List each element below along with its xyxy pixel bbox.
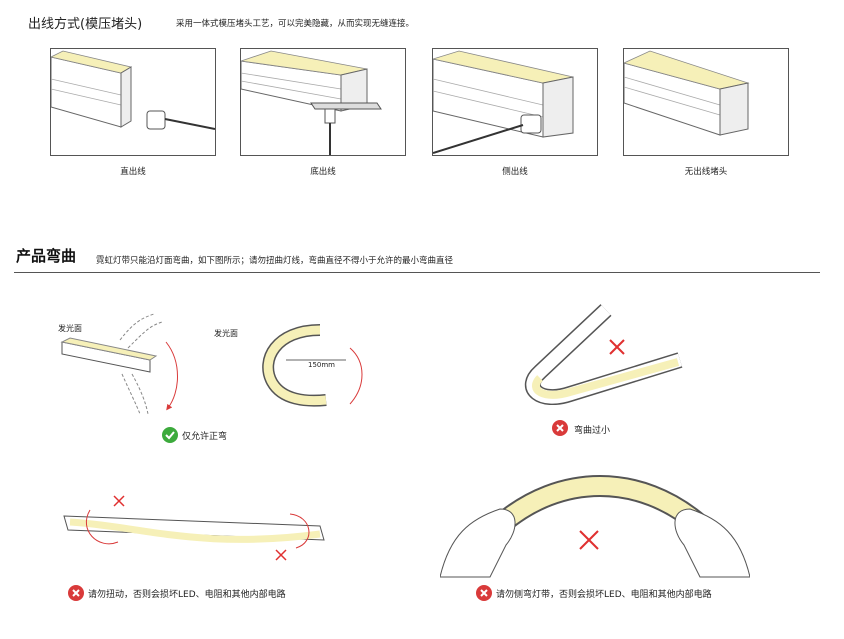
radius-label: 150mm: [308, 361, 335, 369]
section-divider: [14, 272, 820, 273]
panel-no-wire: [623, 48, 789, 156]
error-icon-side: [476, 585, 492, 601]
light-face-label-2: 发光面: [214, 328, 238, 339]
section1-title: 出线方式(模压堵头): [28, 13, 142, 32]
straight-out-illustration: [51, 49, 215, 155]
twist-warning-text: 请勿扭动，否则会损坏LED、电阻和其他内部电路: [88, 587, 286, 600]
twist-illustration: [50, 490, 340, 570]
panel-straight-out: [50, 48, 216, 156]
error-icon-twist: [68, 585, 84, 601]
side-bend-illustration: [440, 465, 750, 580]
no-wire-illustration: [624, 49, 788, 155]
panel-side-out: [432, 48, 598, 156]
bottom-out-illustration: [241, 49, 405, 155]
caption-straight-out: 直出线: [50, 165, 216, 177]
section2-title: 产品弯曲: [16, 245, 76, 266]
section2-note: 霓虹灯带只能沿灯面弯曲，如下图所示；请勿扭曲灯线，弯曲直径不得小于允许的最小弯曲…: [96, 254, 453, 266]
light-face-label-1: 发光面: [58, 323, 82, 334]
too-small-text: 弯曲过小: [574, 423, 610, 436]
side-out-illustration: [433, 49, 597, 155]
side-bend-warning-text: 请勿侧弯灯带，否则会损坏LED、电阻和其他内部电路: [496, 587, 712, 600]
ok-bend-text: 仅允许正弯: [182, 429, 227, 442]
allowed-bend-illustration: [50, 300, 370, 420]
check-icon: [162, 427, 178, 443]
caption-no-wire: 无出线堵头: [623, 165, 789, 177]
section1-note: 采用一体式模压堵头工艺，可以完美隐藏，从而实现无缝连接。: [176, 17, 414, 29]
caption-bottom-out: 底出线: [240, 165, 406, 177]
panel-bottom-out: [240, 48, 406, 156]
error-icon-small: [552, 420, 568, 436]
too-small-bend-illustration: [510, 300, 690, 405]
caption-side-out: 侧出线: [432, 165, 598, 177]
